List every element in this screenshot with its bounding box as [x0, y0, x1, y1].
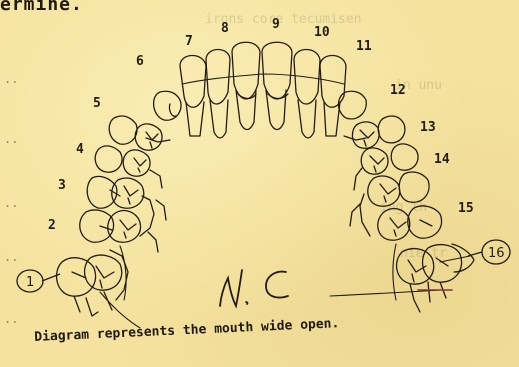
- handwritten-N: [220, 270, 242, 306]
- svg-text:9: 9: [272, 17, 280, 32]
- tooth-2: [80, 210, 114, 242]
- tooth-12-upper: [339, 91, 367, 119]
- svg-text:16: 16: [488, 246, 505, 261]
- tooth-3: [87, 176, 117, 208]
- svg-text:2: 2: [48, 218, 56, 233]
- tooth-14: [399, 172, 429, 202]
- svg-text:4: 4: [76, 142, 84, 157]
- tooth-5: [109, 116, 137, 144]
- tooth-5-upper: [154, 91, 181, 120]
- svg-text:8: 8: [221, 21, 229, 36]
- tooth-12: [378, 116, 405, 143]
- tooth-4: [95, 146, 122, 172]
- svg-text:11: 11: [356, 39, 372, 54]
- svg-text:7: 7: [185, 34, 193, 49]
- tooth-7: [206, 50, 230, 105]
- tooth-13: [391, 144, 418, 170]
- svg-text:12: 12: [390, 83, 406, 98]
- svg-text:14: 14: [434, 152, 450, 167]
- handwritten-C: [266, 272, 288, 298]
- tooth-16: [423, 245, 462, 283]
- svg-text:6: 6: [136, 54, 144, 69]
- svg-text:3: 3: [58, 178, 66, 193]
- svg-text:1: 1: [26, 275, 34, 290]
- svg-text:5: 5: [93, 96, 101, 111]
- svg-text:13: 13: [420, 120, 436, 135]
- svg-text:15: 15: [458, 201, 474, 216]
- svg-text:10: 10: [314, 25, 330, 40]
- tooth-1: [57, 258, 96, 296]
